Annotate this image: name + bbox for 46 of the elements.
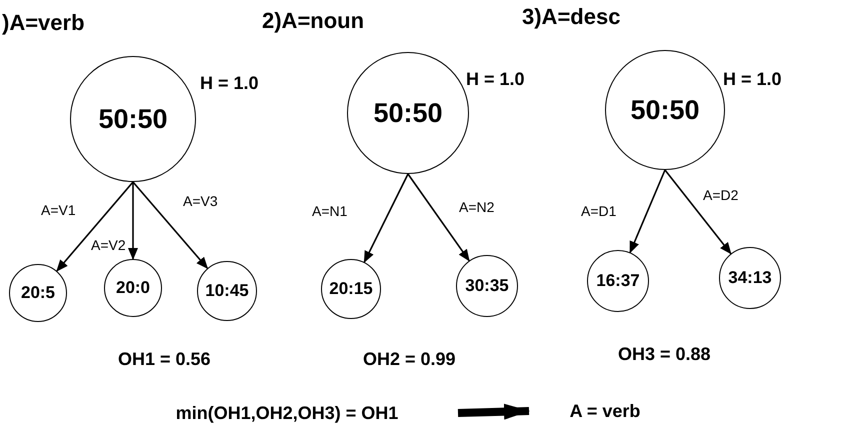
edge-label: A=N2 [458, 200, 496, 214]
thick-arrow [458, 404, 530, 420]
count-ratio: 20:5 [20, 283, 56, 303]
arrow [629, 170, 666, 254]
tree-node-circle [719, 247, 781, 309]
count-ratio: 50:50 [630, 94, 700, 126]
score-label: OH2 = 0.99 [363, 350, 456, 368]
count-ratio: 20:0 [116, 278, 150, 298]
score-label: OH1 = 0.56 [118, 350, 211, 368]
formula-text: min(OH1,OH2,OH3) = OH1 [176, 402, 398, 424]
entropy-label: H = 1.0 [200, 74, 259, 92]
entropy-label: H = 1.0 [466, 70, 525, 88]
arrow [407, 174, 470, 262]
arrow [664, 170, 732, 254]
tree-node-circle [456, 255, 518, 317]
edge-label: A=D1 [580, 204, 618, 218]
count-ratio: 50:50 [373, 98, 443, 128]
formula-text: A = verb [570, 400, 640, 422]
arrow [128, 182, 138, 260]
tree-heading: 3)A=desc [522, 6, 620, 28]
tree-node-circle [197, 261, 257, 321]
edge-label: A=V1 [40, 203, 77, 217]
tree-node-circle [605, 50, 725, 170]
tree-heading: 2)A=noun [262, 10, 364, 32]
count-ratio: 30:35 [465, 276, 509, 296]
score-label: OH3 = 0.88 [618, 345, 711, 363]
tree-heading: )A=verb [2, 12, 85, 34]
tree-node-circle [587, 250, 649, 312]
edge-label: A=D2 [702, 188, 740, 202]
edge-label: A=N1 [311, 204, 348, 218]
edge-label: A=V3 [182, 194, 219, 208]
tree-node-circle [9, 264, 67, 322]
count-ratio: 16:37 [596, 271, 640, 291]
count-ratio: 34:13 [728, 268, 772, 288]
tree-node-circle [321, 259, 381, 319]
entropy-label: H = 1.0 [723, 70, 782, 88]
count-ratio: 20:15 [329, 279, 373, 299]
count-ratio: 10:45 [205, 281, 249, 301]
count-ratio: 50:50 [98, 104, 168, 134]
arrow [364, 174, 409, 264]
arrow [56, 181, 134, 272]
tree-node-circle [70, 56, 196, 182]
tree-node-circle [104, 259, 162, 317]
edge-label: A=V2 [90, 238, 127, 252]
arrow [132, 181, 208, 270]
tree-node-circle [347, 52, 469, 174]
